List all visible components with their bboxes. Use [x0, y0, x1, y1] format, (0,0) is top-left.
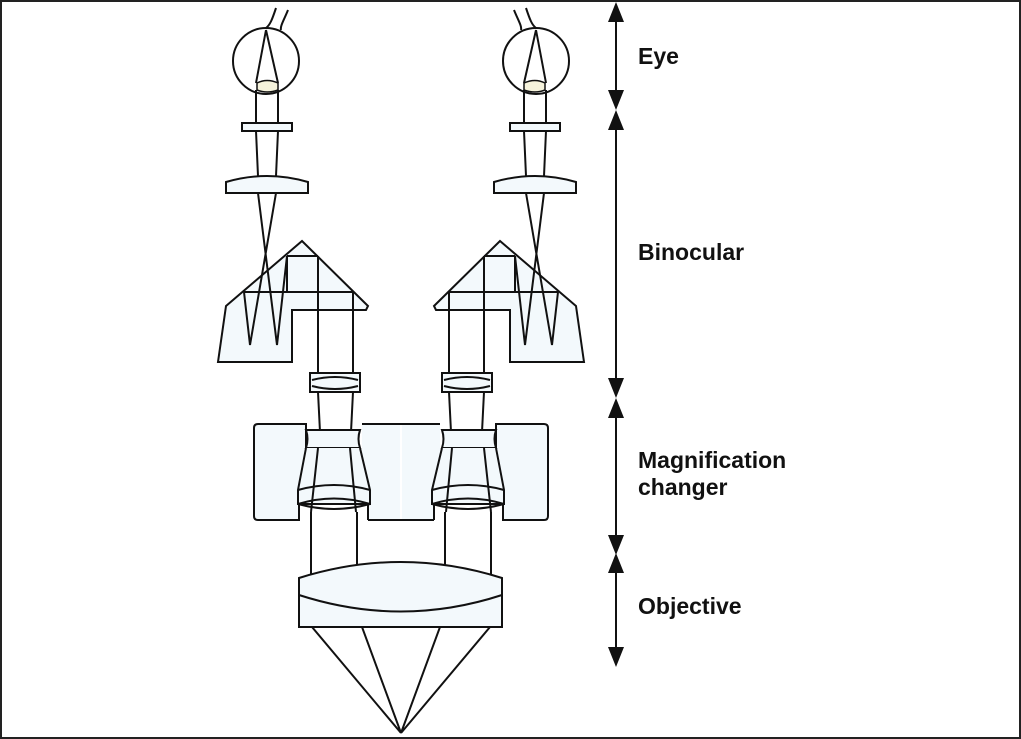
label-binocular: Binocular [638, 239, 745, 265]
label-eye: Eye [638, 43, 679, 69]
label-objective: Objective [638, 593, 742, 619]
label-magnification-changer: Magnification changer [638, 447, 787, 500]
objective-lens [298, 561, 503, 628]
